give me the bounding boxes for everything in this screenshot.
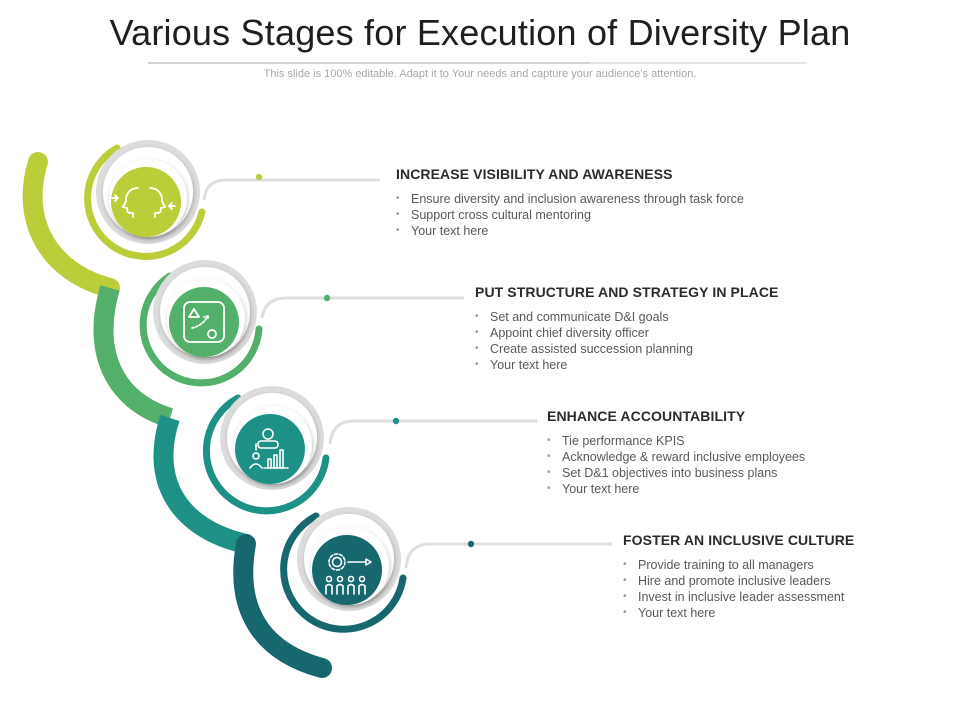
- stage-2-points: Set and communicate D&I goals Appoint ch…: [475, 309, 778, 373]
- stage-2-text: PUT STRUCTURE AND STRATEGY IN PLACE Set …: [475, 284, 778, 373]
- list-item: Hire and promote inclusive leaders: [623, 573, 854, 589]
- stage-1-points: Ensure diversity and inclusion awareness…: [396, 191, 744, 239]
- two-heads-exchange-icon: [111, 187, 176, 218]
- list-item: Support cross cultural mentoring: [396, 207, 744, 223]
- list-item: Set and communicate D&I goals: [475, 309, 778, 325]
- slide-title: Various Stages for Execution of Diversit…: [109, 12, 851, 53]
- strategy-board-icon: [183, 301, 225, 343]
- list-item: Create assisted succession planning: [475, 341, 778, 357]
- connector-stage-1: [202, 173, 380, 201]
- stage-1-circle: [84, 140, 206, 260]
- stage-4-text: FOSTER AN INCLUSIVE CULTURE Provide trai…: [623, 532, 854, 621]
- connector-stage-3: [328, 417, 537, 445]
- stage-3-heading: ENHANCE ACCOUNTABILITY: [547, 408, 746, 424]
- list-item: Acknowledge & reward inclusive employees: [547, 449, 805, 465]
- list-item: Your text here: [396, 223, 744, 239]
- list-item: Appoint chief diversity officer: [475, 325, 778, 341]
- list-item: Invest in inclusive leader assessment: [623, 589, 854, 605]
- stage-1-text: INCREASE VISIBILITY AND AWARENESS Ensure…: [396, 166, 744, 239]
- stage-1-heading: INCREASE VISIBILITY AND AWARENESS: [396, 166, 673, 182]
- list-item: Set D&1 objectives into business plans: [547, 465, 805, 481]
- stage-3-text: ENHANCE ACCOUNTABILITY Tie performance K…: [547, 408, 805, 497]
- list-item: Your text here: [547, 481, 805, 497]
- sweep-band-stage-2: [93, 285, 174, 428]
- sweep-band-stage-3: [153, 414, 249, 554]
- stage-4-circle: [280, 507, 407, 633]
- presenter-chart-icon: [249, 428, 289, 469]
- list-item: Your text here: [475, 357, 778, 373]
- stage-3-points: Tie performance KPIS Acknowledge & rewar…: [547, 433, 805, 497]
- connector-stage-4: [404, 540, 612, 569]
- list-item: Provide training to all managers: [623, 557, 854, 573]
- slide-subtitle: This slide is 100% editable. Adapt it to…: [263, 68, 697, 80]
- team-gear-icon: [325, 553, 372, 595]
- list-item: Ensure diversity and inclusion awareness…: [396, 191, 744, 207]
- connector-stage-2: [260, 294, 464, 319]
- sweep-band-stage-4: [233, 534, 332, 678]
- stage-3-circle: [202, 386, 330, 515]
- stage-2-heading: PUT STRUCTURE AND STRATEGY IN PLACE: [475, 284, 779, 300]
- list-item: Your text here: [623, 605, 854, 621]
- list-item: Tie performance KPIS: [547, 433, 805, 449]
- stage-2-circle: [139, 260, 263, 387]
- title-rule-right: [365, 62, 807, 64]
- sweep-band-stage-1: [22, 152, 120, 298]
- stage-4-points: Provide training to all managers Hire an…: [623, 557, 854, 621]
- stage-4-heading: FOSTER AN INCLUSIVE CULTURE: [623, 532, 855, 548]
